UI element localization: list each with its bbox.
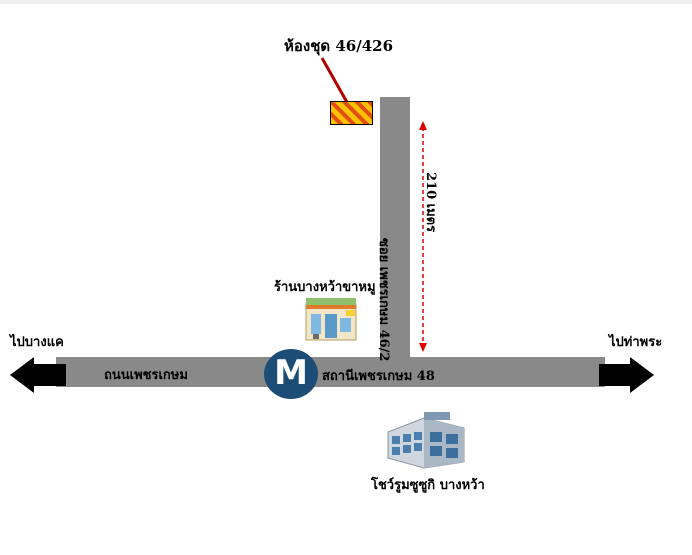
distance-indicator	[419, 121, 427, 352]
main-road-label: ถนนเพชรเกษม	[104, 368, 188, 383]
shop-label: ร้านบางหว้าขาหมู	[274, 280, 376, 295]
showroom-label: โชว์รูมซูซูกิ บางหว้า	[371, 478, 485, 493]
unit-marker[interactable]	[330, 101, 373, 125]
arrow-left-icon	[10, 357, 66, 393]
main-road	[56, 357, 605, 387]
right-destination-label: ไปท่าพระ	[609, 335, 663, 350]
left-destination-label: ไปบางแค	[10, 335, 64, 350]
soi-road	[380, 97, 410, 387]
metro-m-icon[interactable]: M	[264, 349, 318, 399]
top-border	[0, 0, 692, 4]
shop-icon	[305, 298, 357, 341]
unit-label: ห้องชุด 46/426	[284, 37, 394, 55]
metro-letter: M	[274, 353, 308, 393]
distance-label: 210 เมตร	[423, 172, 438, 233]
unit-pointer-line	[320, 57, 350, 105]
arrow-right-icon	[599, 357, 654, 393]
station-label: สถานีเพชรเกษม 48	[322, 369, 435, 384]
building-icon	[387, 412, 465, 469]
soi-label: ซอย เพชรเกษม 46/2	[376, 238, 391, 362]
